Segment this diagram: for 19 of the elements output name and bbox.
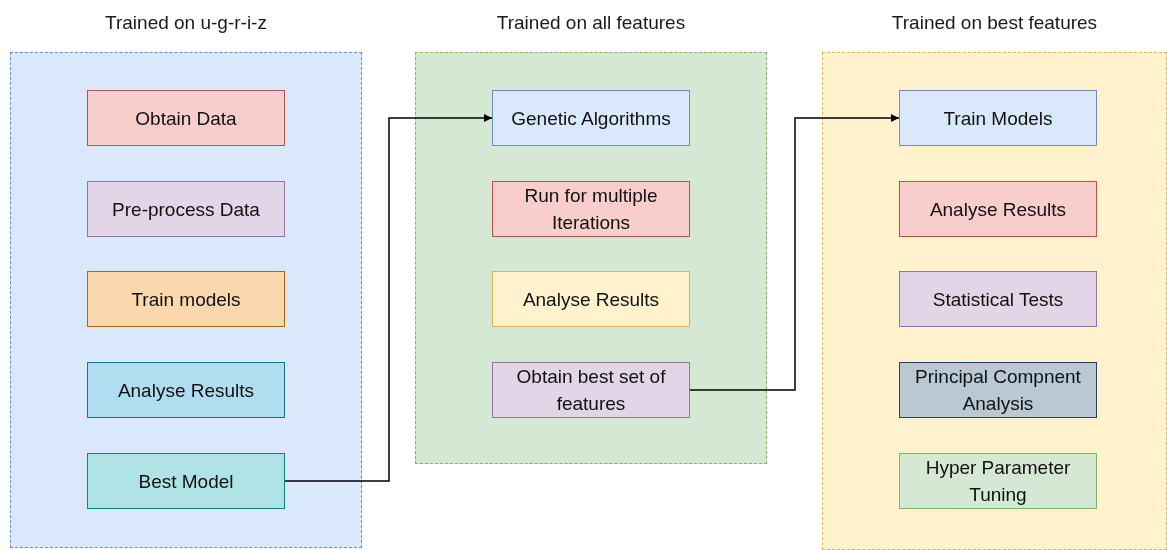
process-box: Best Model: [87, 453, 285, 509]
process-box: Obtain best set of features: [492, 362, 690, 418]
process-box: Train Models: [899, 90, 1097, 146]
process-box: Obtain Data: [87, 90, 285, 146]
process-box: Principal Compnent Analysis: [899, 362, 1097, 418]
panel-title: Trained on best features: [890, 12, 1099, 34]
process-box: Analyse Results: [492, 271, 690, 327]
process-box: Analyse Results: [899, 181, 1097, 237]
process-box: Statistical Tests: [899, 271, 1097, 327]
arrow: [284, 114, 493, 482]
process-box: Analyse Results: [87, 362, 285, 418]
panel-title: Trained on all features: [495, 12, 687, 34]
process-box: Genetic Algorithms: [492, 90, 690, 146]
process-box: Run for multiple Iterations: [492, 181, 690, 237]
panel-title: Trained on u-g-r-i-z: [104, 12, 268, 34]
process-box: Hyper Parameter Tuning: [899, 453, 1097, 509]
arrow: [689, 114, 900, 391]
process-box: Train models: [87, 271, 285, 327]
process-box: Pre-process Data: [87, 181, 285, 237]
